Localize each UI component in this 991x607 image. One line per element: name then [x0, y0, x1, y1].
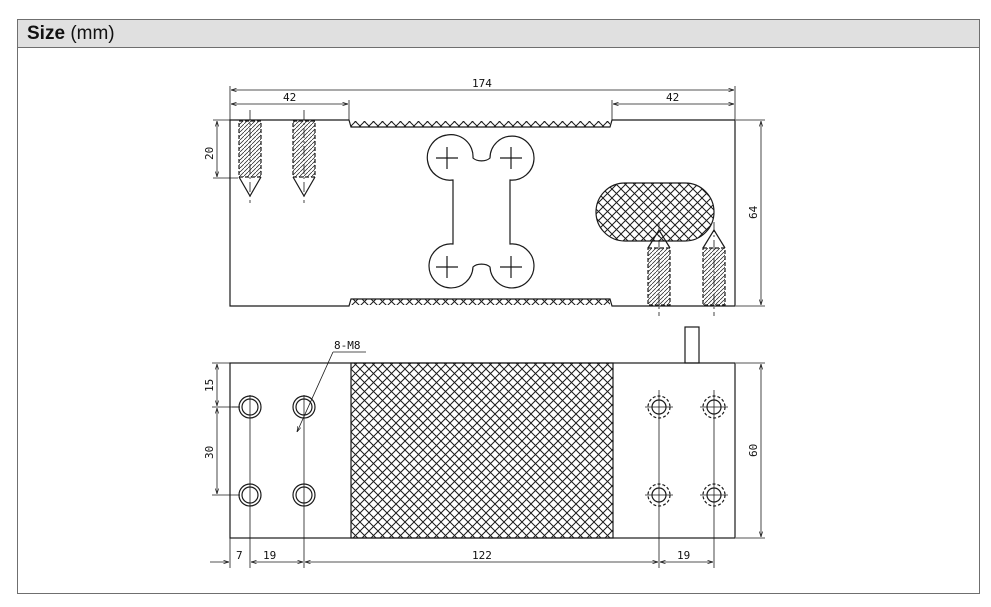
- dim-label-19-left: 19: [263, 549, 276, 562]
- thread-leader: [297, 351, 334, 432]
- top-hatch-strip: [351, 121, 610, 127]
- dim-label-60: 60: [747, 444, 760, 457]
- dim-label-30: 30: [203, 446, 216, 459]
- gauge-capsule: [595, 182, 715, 242]
- right-mounting-holes: [645, 390, 728, 568]
- panel-title: Size (mm): [27, 23, 115, 45]
- bottom-hatch-strip: [351, 299, 610, 305]
- top-view: [213, 86, 765, 316]
- dim-label-42-right: 42: [666, 91, 679, 104]
- cutout-crosshairs: [436, 147, 522, 278]
- left-threaded-holes: [238, 110, 316, 203]
- title-unit: (mm): [70, 23, 115, 44]
- panel-header: Size (mm): [18, 20, 979, 48]
- bottom-view: [210, 326, 765, 568]
- dim-label-174: 174: [472, 77, 492, 90]
- right-threaded-holes: [647, 222, 726, 316]
- cable-stub: [684, 326, 700, 364]
- center-cutout: [426, 134, 535, 289]
- dim-label-19-right: 19: [677, 549, 690, 562]
- center-pad: [350, 362, 614, 539]
- dim-label-20: 20: [203, 147, 216, 160]
- dim-label-64: 64: [747, 205, 760, 219]
- title-label: Size: [27, 23, 66, 44]
- thread-callout-label: 8-M8: [334, 339, 361, 352]
- dim-label-122: 122: [472, 549, 492, 562]
- left-mounting-holes: [232, 395, 316, 568]
- dim-label-42-left: 42: [283, 91, 296, 104]
- dim-label-7: 7: [236, 549, 243, 562]
- dim-label-15: 15: [203, 379, 216, 392]
